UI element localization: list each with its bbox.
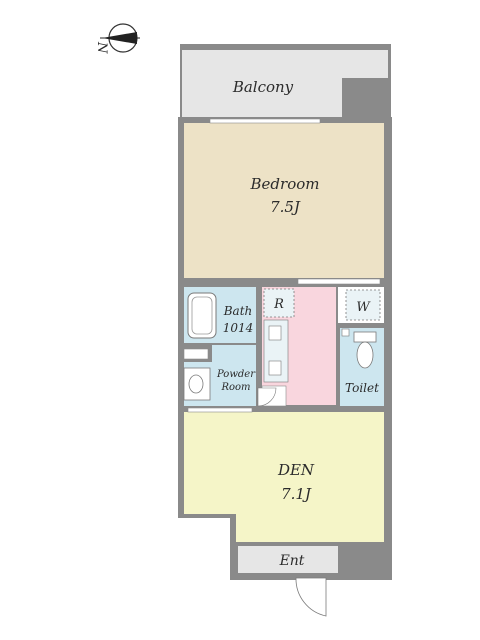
balcony-column [342, 78, 388, 118]
door-bedroom [297, 278, 381, 285]
bathtub-icon [187, 292, 217, 339]
den: DEN 7.1J [184, 407, 384, 542]
powder-room: Powder Room [183, 345, 256, 406]
refrigerator-label: R [273, 297, 284, 312]
powder-room-label-2: Room [220, 382, 250, 393]
bedroom-label: Bedroom [250, 175, 320, 193]
entrance-label: Ent [279, 553, 305, 569]
washer-space [345, 289, 381, 321]
bath: Bath 1014 [184, 287, 256, 343]
toilet-sink-small [341, 328, 350, 337]
window-bedroom [209, 118, 321, 124]
bathtub-inner [191, 296, 213, 335]
balcony-label: Balcony [232, 78, 294, 96]
washer-label: W [356, 300, 371, 315]
powder-room-upper [212, 345, 256, 363]
toilet-icon [356, 341, 374, 369]
door-swing-powder [257, 387, 277, 407]
toilet-label: Toilet [345, 381, 379, 395]
bath-size: 1014 [223, 321, 254, 335]
stove-icon [268, 360, 282, 376]
hall: R [261, 287, 336, 407]
shelf-block [183, 348, 209, 360]
entrance: Ent [238, 546, 338, 617]
bath-label: Bath [223, 304, 253, 318]
bedroom: Bedroom 7.5J [184, 118, 384, 278]
bedroom-size: 7.5J [270, 198, 301, 216]
refrigerator-space [263, 288, 295, 318]
den-upper-door [187, 407, 253, 413]
washbasin-bowl [188, 374, 204, 394]
entrance-door-swing [295, 577, 327, 617]
den-label: DEN [277, 461, 315, 479]
balcony: Balcony [180, 44, 391, 122]
notch-left [176, 518, 236, 584]
den-floor [184, 412, 384, 514]
toilet-tank [353, 331, 377, 343]
den-lower [236, 512, 384, 542]
powder-room-label-1: Powder [216, 369, 256, 380]
den-size: 7.1J [281, 485, 312, 503]
compass-letter: N [94, 41, 109, 54]
bedroom-floor [184, 123, 384, 278]
washer: W [338, 287, 384, 323]
notch-right [389, 544, 399, 584]
toilet: Toilet [340, 328, 384, 406]
compass: N [94, 23, 140, 54]
entrance-floor [238, 546, 338, 573]
washbasin-icon [183, 367, 211, 401]
sink-icon [268, 325, 282, 341]
